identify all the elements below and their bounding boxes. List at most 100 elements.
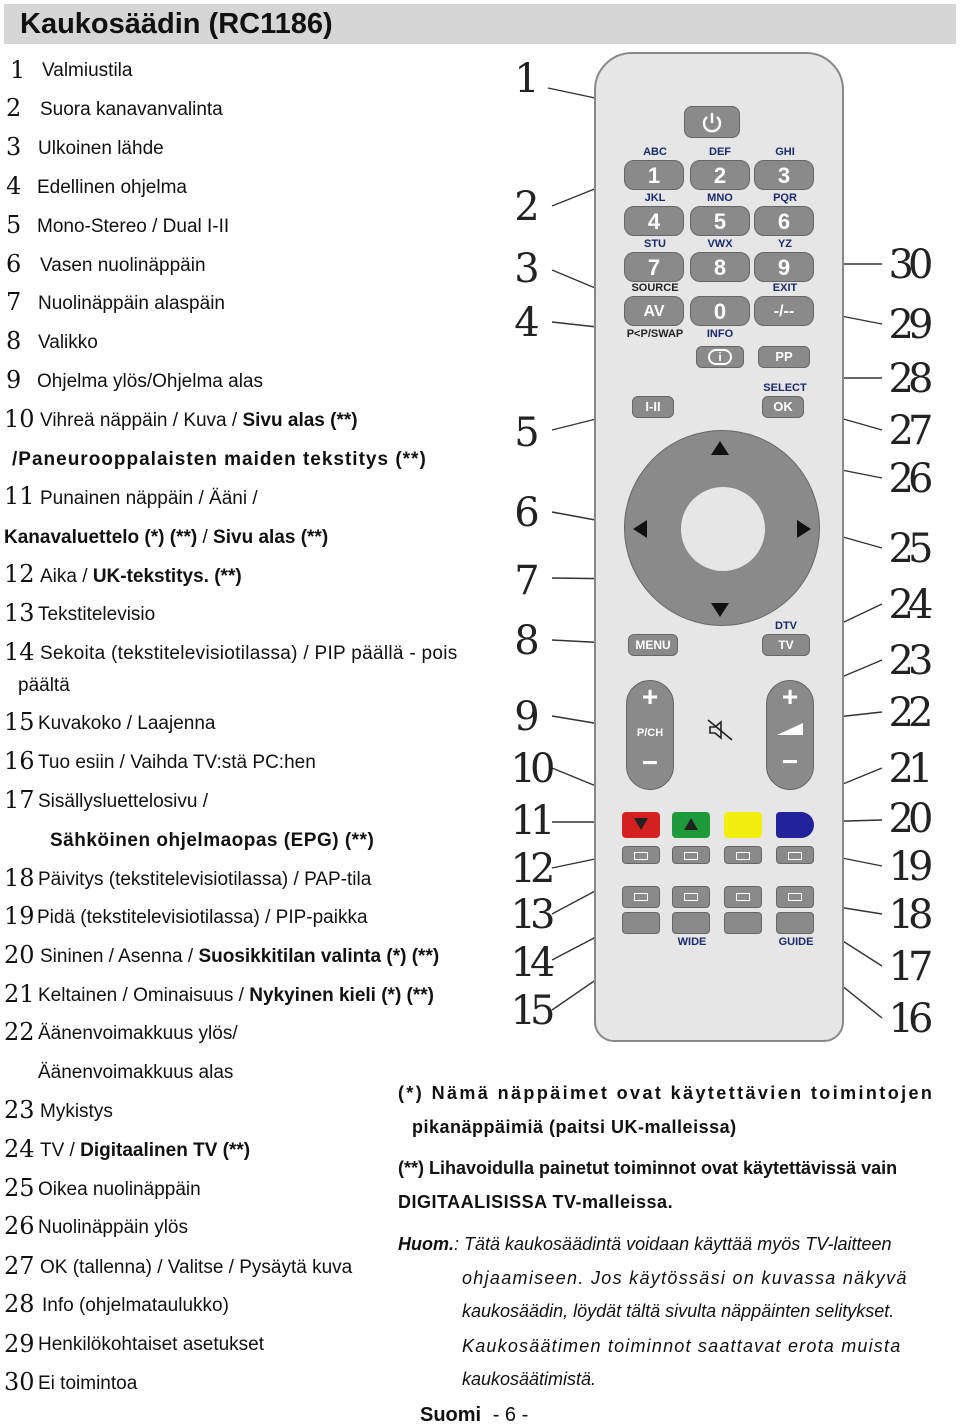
digit-7-button[interactable]: 7 — [624, 252, 684, 282]
digit-8-button[interactable]: 8 — [690, 252, 750, 282]
expand-button[interactable] — [776, 846, 814, 864]
dash-button[interactable]: -/-- — [754, 296, 814, 326]
legend-item: Ohjelma ylös/Ohjelma alas — [37, 371, 263, 392]
callout-number: 20 — [888, 796, 934, 842]
digit-2-button[interactable]: 2 — [690, 160, 750, 190]
teletext-button[interactable] — [672, 846, 710, 864]
digit-0-button[interactable]: 0 — [690, 296, 750, 326]
key-letters: JKL — [644, 192, 666, 204]
callout-number: 24 — [888, 582, 934, 628]
down-arrow-icon[interactable] — [711, 603, 729, 617]
legend-item: Mykistys — [40, 1101, 113, 1122]
pp-button[interactable]: PP — [758, 346, 810, 368]
digit-4-button[interactable]: 4 — [624, 206, 684, 236]
legend-item: Sininen / Asenna / Suosikkitilan valinta… — [40, 946, 440, 967]
legend-number: 20 — [4, 941, 35, 969]
legend-continuation: /Paneurooppalaisten maiden tekstitys (**… — [12, 449, 427, 470]
wide-button[interactable] — [672, 912, 710, 934]
menu-button[interactable]: MENU — [628, 634, 678, 656]
mute-button[interactable] — [706, 718, 736, 742]
mix-button[interactable] — [724, 846, 762, 864]
key-letters: ABC — [643, 146, 667, 158]
digit-5-button[interactable]: 5 — [690, 206, 750, 236]
green-button[interactable] — [672, 812, 710, 838]
av-button[interactable]: AV — [624, 296, 684, 326]
legend-item: Vasen nuolinäppäin — [40, 255, 206, 276]
note-2-line-1: (**) Lihavoidulla painetut toiminnot ova… — [398, 1158, 898, 1178]
volume-rocker[interactable]: + − — [766, 680, 814, 790]
dtv-label: DTV — [775, 620, 797, 632]
digit-3-button[interactable]: 3 — [754, 160, 814, 190]
legend-continuation: Sähköinen ohjelmaopas (EPG) (**) — [50, 830, 375, 851]
legend-item: Sekoita (tekstitelevisiotilassa) / PIP p… — [40, 643, 458, 664]
callout-number: 1 — [514, 56, 540, 102]
legend-item: Suora kanavanvalinta — [40, 99, 223, 120]
update-icon — [736, 893, 750, 901]
note-huom-line-3: kaukosäädin, löydät tältä sivulta näppäi… — [462, 1301, 895, 1321]
legend-number: 6 — [6, 250, 22, 278]
select-label: SELECT — [763, 382, 807, 394]
legend-number: 25 — [4, 1174, 35, 1202]
callout-number: 8 — [514, 618, 540, 664]
program-rocker[interactable]: + P/CH − — [626, 680, 674, 790]
note-huom-line-2: ohjaamiseen. Jos käytössäsi on kuvassa n… — [462, 1268, 908, 1288]
callout-number: 27 — [888, 408, 934, 454]
legend-item: Äänenvoimakkuus ylös/ — [38, 1023, 238, 1044]
hold-button[interactable] — [776, 886, 814, 908]
power-icon — [702, 113, 722, 133]
callout-number: 7 — [514, 558, 540, 604]
callout-number: 25 — [888, 526, 934, 572]
callout-number: 23 — [888, 638, 934, 684]
legend-item: TV / Digitaalinen TV (**) — [40, 1140, 251, 1161]
callout-number: 28 — [888, 356, 934, 402]
index-button[interactable] — [672, 886, 710, 908]
guide-button[interactable] — [776, 912, 814, 934]
i-ii-button[interactable]: I-II — [632, 396, 674, 418]
minus-icon: − — [781, 746, 799, 777]
legend-number: 9 — [6, 366, 22, 394]
legend-item: Punainen näppäin / Ääni / — [40, 488, 258, 509]
legend-number: 14 — [4, 638, 35, 666]
key-letters: MNO — [707, 192, 733, 204]
info-icon: i — [708, 349, 732, 365]
hold-icon — [788, 893, 802, 901]
key-letters: DEF — [709, 146, 731, 158]
update-button[interactable] — [724, 886, 762, 908]
up-arrow-icon[interactable] — [711, 441, 729, 455]
time-button[interactable] — [622, 846, 660, 864]
legend-number: 5 — [6, 211, 22, 239]
digit-1-button[interactable]: 1 — [624, 160, 684, 190]
standby-button[interactable] — [684, 106, 740, 138]
legend-number: 30 — [4, 1368, 35, 1396]
info-button[interactable]: i — [696, 346, 744, 368]
reveal-button[interactable] — [622, 886, 660, 908]
legend-item: Nuolinäppäin ylös — [38, 1217, 188, 1238]
blank-button[interactable] — [622, 912, 660, 934]
note-huom-line-1: Huom.: Tätä kaukosäädintä voidaan käyttä… — [398, 1234, 892, 1254]
legend-number: 4 — [6, 172, 22, 200]
legend-item: Oikea nuolinäppäin — [38, 1179, 201, 1200]
teletext-icon — [684, 852, 698, 860]
blue-button[interactable] — [776, 812, 814, 838]
digit-6-button[interactable]: 6 — [754, 206, 814, 236]
left-arrow-icon[interactable] — [633, 520, 647, 538]
callout-number: 29 — [888, 302, 934, 348]
ok-button[interactable]: OK — [762, 396, 804, 418]
right-arrow-icon[interactable] — [797, 520, 811, 538]
tv-button[interactable]: TV — [762, 634, 810, 656]
legend-item: Valikko — [38, 332, 98, 353]
legend-item: Nuolinäppäin alaspäin — [38, 293, 225, 314]
yellow-button[interactable] — [724, 812, 762, 838]
callout-number: 12 — [510, 846, 556, 892]
legend-number: 7 — [6, 288, 22, 316]
blank-button-2[interactable] — [724, 912, 762, 934]
note-2-line-2: DIGITAALISISSA TV-malleissa. — [398, 1192, 674, 1212]
legend-item: Tekstitelevisio — [38, 604, 156, 625]
legend-number: 22 — [4, 1018, 35, 1046]
note-1-line-1: (*) Nämä näppäimet ovat käytettävien toi… — [398, 1083, 935, 1103]
red-button[interactable] — [622, 812, 660, 838]
index-icon — [684, 893, 698, 901]
legend-item: Ulkoinen lähde — [38, 138, 164, 159]
digit-9-button[interactable]: 9 — [754, 252, 814, 282]
legend-number: 18 — [4, 864, 35, 892]
